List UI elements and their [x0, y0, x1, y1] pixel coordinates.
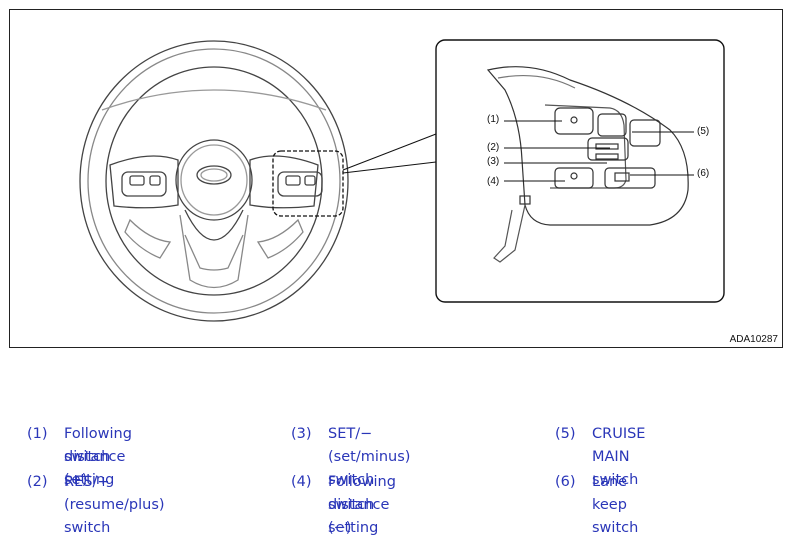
legend-number: (5): [555, 426, 576, 442]
legend-text-line2: switch (−): [328, 497, 375, 536]
legend-text-line1: CRUISE MAIN switch: [592, 426, 646, 488]
callout-4: (4): [487, 176, 499, 187]
legend-text-line1: Following distance setting: [64, 426, 132, 488]
highlight-box: [272, 150, 344, 217]
steering-wheel-figure: (1) (2) (3) (4) (5) (6) ADA10287: [9, 9, 783, 348]
callout-2: (2): [487, 142, 499, 153]
switch-cluster-drawing: [486, 66, 689, 263]
steering-wheel-drawing: [79, 40, 349, 322]
figure-id: ADA10287: [729, 334, 778, 345]
legend-text-line2: switch (+): [64, 449, 111, 488]
legend-number: (3): [291, 426, 312, 442]
legend-text-line1: Lane keep switch: [592, 474, 639, 536]
legend-number: (2): [27, 474, 48, 490]
legend-number: (1): [27, 426, 48, 442]
callout-6: (6): [697, 168, 709, 179]
callout-3: (3): [487, 156, 499, 167]
detail-box: [435, 39, 725, 303]
legend: (1) Following distance setting switch (+…: [0, 420, 794, 536]
callout-5: (5): [697, 126, 709, 137]
legend-text-line1: SET/− (set/minus) switch: [328, 426, 411, 488]
steering-wheel-diagram: (1) (2) (3) (4) (5) (6): [79, 39, 725, 322]
legend-number: (4): [291, 474, 312, 490]
callout-1: (1): [487, 114, 499, 125]
legend-number: (6): [555, 474, 576, 490]
callout-labels: (1) (2) (3) (4) (5) (6): [487, 114, 709, 187]
callout-lines: [504, 120, 694, 182]
legend-text-line1: RES/+ (resume/plus) switch: [64, 474, 165, 536]
